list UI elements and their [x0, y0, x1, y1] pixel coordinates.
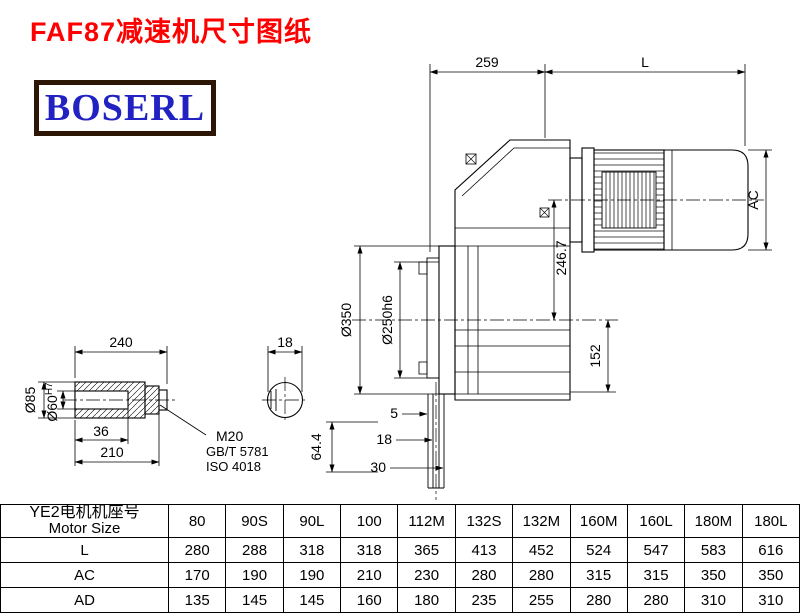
motor-size-header-en: Motor Size	[48, 520, 121, 537]
dim-240: 240	[109, 334, 133, 350]
table-cell: 547	[626, 537, 686, 563]
motor-size-header: YE2电机机座号 Motor Size	[0, 504, 169, 538]
brand-logo: BOSERL	[34, 80, 216, 136]
table-cell: 318	[340, 537, 399, 563]
table-cell: 524	[569, 537, 628, 563]
table-cell: 160	[340, 587, 399, 613]
size-col-header: 180M	[684, 504, 743, 538]
dim-18-bottom: 18	[376, 431, 392, 447]
dim-210: 210	[100, 444, 124, 460]
table-cell: 310	[684, 587, 743, 613]
table-row-L: L 280 288 318 318 365 413 452 524 547 58…	[0, 537, 800, 563]
spec-table: YE2电机机座号 Motor Size 80 90S 90L 100 112M …	[0, 504, 800, 613]
size-col-header: 100	[340, 504, 399, 538]
table-cell: 135	[167, 587, 227, 613]
label-iso-standard: ISO 4018	[206, 459, 261, 474]
size-col-header: 112M	[397, 504, 456, 538]
table-cell: 310	[741, 587, 800, 613]
table-cell: 365	[397, 537, 456, 563]
size-col-header: 132S	[454, 504, 514, 538]
table-cell: 180	[397, 587, 456, 613]
dim-5: 5	[390, 405, 398, 421]
table-cell: 230	[397, 562, 456, 588]
dim-L: L	[641, 54, 649, 70]
table-cell: 170	[167, 562, 227, 588]
size-col-header: 160M	[569, 504, 628, 538]
table-cell: 583	[684, 537, 743, 563]
table-cell: 350	[684, 562, 743, 588]
table-header-row: YE2电机机座号 Motor Size 80 90S 90L 100 112M …	[0, 504, 800, 538]
dimension-labels: 259 L AC 246.7 152 Ø350 Ø250h6 5 18 30 6…	[22, 54, 761, 475]
row-label: AD	[0, 587, 169, 613]
bolt-icon	[539, 207, 550, 218]
table-cell: 280	[569, 587, 628, 613]
table-cell: 413	[454, 537, 514, 563]
dim-30: 30	[370, 459, 386, 475]
table-cell: 315	[569, 562, 628, 588]
dim-152: 152	[587, 344, 603, 368]
size-col-header: 90L	[282, 504, 342, 538]
dim-60H7: Ø60H7	[44, 382, 60, 422]
dim-18-key: 18	[277, 334, 293, 350]
dim-36: 36	[93, 423, 109, 439]
table-cell: 280	[454, 562, 514, 588]
size-col-header: 180L	[741, 504, 800, 538]
motor-size-header-cn: YE2电机机座号	[29, 504, 140, 521]
technical-drawing: 259 L AC 246.7 152 Ø350 Ø250h6 5 18 30 6…	[22, 54, 772, 500]
page-title: FAF87减速机尺寸图纸	[30, 17, 313, 47]
dimensions	[38, 64, 772, 473]
centerlines	[63, 199, 764, 500]
table-cell: 280	[167, 537, 227, 563]
label-gb-standard: GB/T 5781	[206, 444, 269, 459]
brand-logo-text: BOSERL	[44, 87, 206, 129]
table-cell: 145	[225, 587, 284, 613]
dim-AC: AC	[745, 190, 761, 209]
size-col-header: 90S	[225, 504, 284, 538]
table-cell: 616	[741, 537, 800, 563]
dim-259: 259	[475, 54, 499, 70]
label-M20: M20	[216, 428, 243, 444]
dim-246-7: 246.7	[553, 240, 569, 275]
dim-250h6: Ø250h6	[379, 295, 395, 345]
table-row-AC: AC 170 190 190 210 230 280 280 315 315 3…	[0, 562, 800, 588]
table-row-AD: AD 135 145 145 160 180 235 255 280 280 3…	[0, 587, 800, 613]
table-cell: 315	[626, 562, 686, 588]
table-cell: 190	[282, 562, 342, 588]
row-label: AC	[0, 562, 169, 588]
table-cell: 350	[741, 562, 800, 588]
table-cell: 280	[626, 587, 686, 613]
fan-cover	[663, 149, 749, 251]
table-cell: 145	[282, 587, 342, 613]
table-cell: 210	[340, 562, 399, 588]
table-cell: 288	[225, 537, 284, 563]
dim-85: Ø85	[22, 387, 38, 414]
table-cell: 255	[512, 587, 571, 613]
size-col-header: 132M	[512, 504, 571, 538]
table-cell: 235	[454, 587, 514, 613]
bolt-icon	[465, 153, 477, 165]
table-cell: 318	[282, 537, 342, 563]
table-cell: 280	[512, 562, 571, 588]
row-label: L	[0, 537, 169, 563]
size-col-header: 80	[167, 504, 227, 538]
dim-64-4: 64.4	[308, 433, 324, 460]
table-cell: 452	[512, 537, 571, 563]
table-cell: 190	[225, 562, 284, 588]
size-col-header: 160L	[626, 504, 686, 538]
gear-housing	[418, 139, 571, 489]
dim-350: Ø350	[338, 303, 354, 337]
